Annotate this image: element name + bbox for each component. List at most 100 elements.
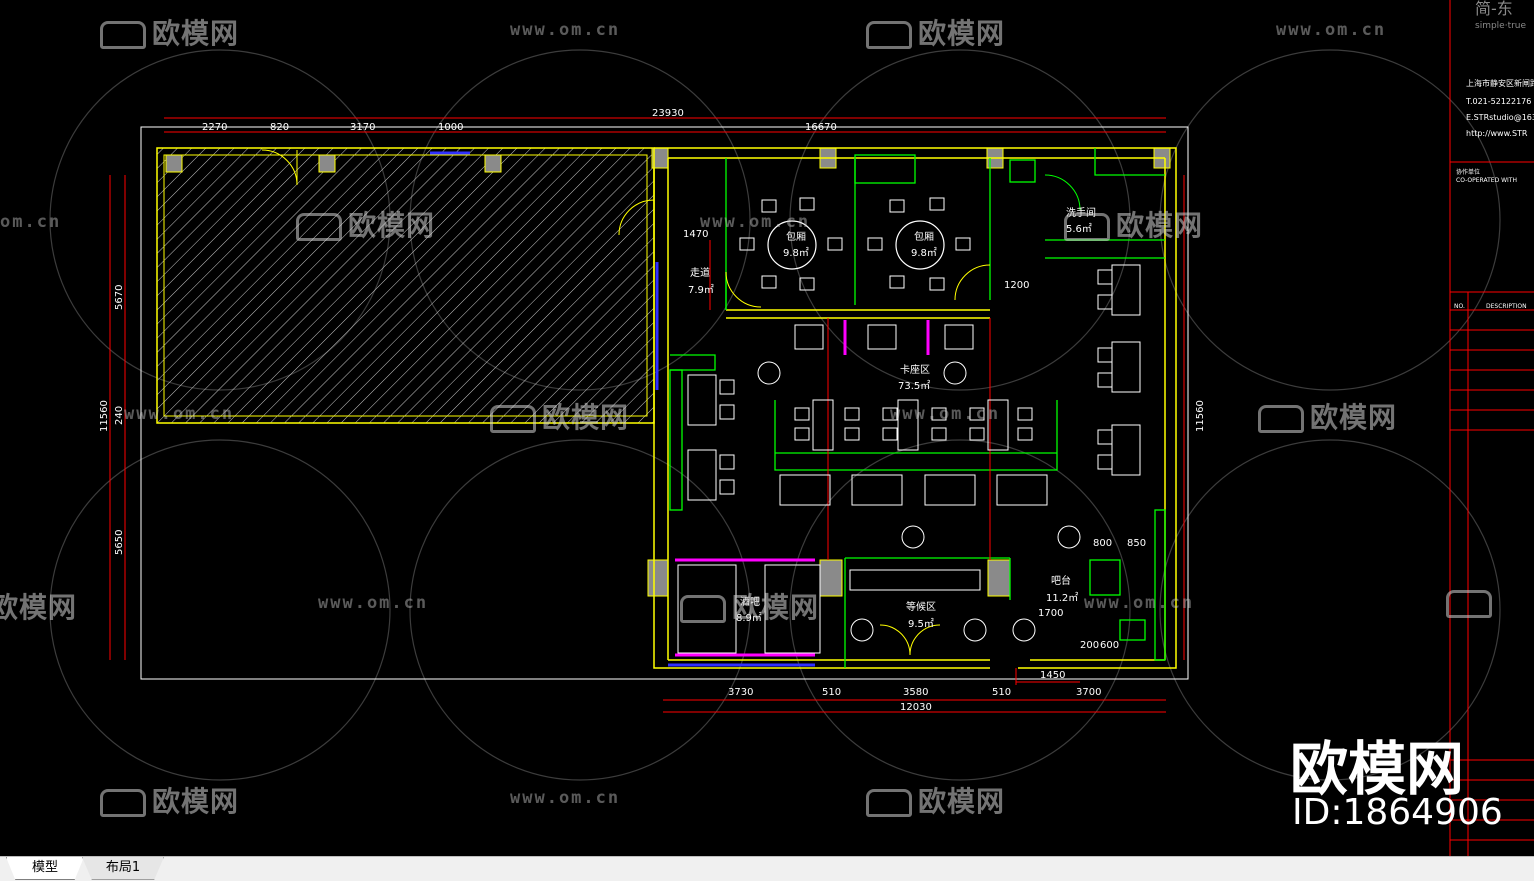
sofa-icon (1258, 405, 1304, 433)
watermark-logo: 欧模网 (296, 204, 435, 244)
dim-left-overall: 11560 (99, 400, 110, 432)
watermark-url: www.om.cn (510, 788, 621, 808)
room-booth-name: 卡座区 (900, 363, 930, 376)
dimension-texts: 23930 2270 820 3170 1000 16670 5670 1156… (99, 108, 1206, 713)
studio-web: http://www.STR (1466, 129, 1528, 138)
room-reception-area: 9.5㎡ (908, 618, 934, 630)
room-kitchen-area: 8.9㎡ (736, 612, 762, 624)
watermark-url: www.om.cn (318, 593, 429, 613)
watermark-url: www.om.cn (890, 404, 1001, 424)
watermark-url: www.om.cn (510, 20, 621, 40)
dim-right-overall: 11560 (1195, 400, 1206, 432)
dim-600: 600 (1100, 640, 1119, 651)
booth-tables (677, 264, 1141, 654)
sofa-icon (100, 789, 146, 817)
brand-logo-text: 简-东 (1475, 0, 1513, 18)
dim-bottom-overall: 12030 (900, 702, 932, 713)
sofa-icon (680, 595, 726, 623)
windows (430, 151, 815, 667)
watermark-logo: 欧模网 (0, 591, 78, 624)
room-private1-area: 9.8㎡ (783, 247, 809, 259)
dim-top-overall: 23930 (652, 108, 684, 119)
dim-850: 850 (1127, 538, 1146, 549)
watermark-logo: 欧模网 (1258, 396, 1397, 436)
layout-frame (140, 126, 1189, 680)
col-desc-header: DESCRIPTION (1486, 303, 1527, 310)
dim-bottom-b: 510 (822, 687, 841, 698)
room-private2-area: 9.8㎡ (911, 247, 937, 259)
cooperated-label-cn: 协作单位 (1456, 168, 1480, 176)
watermark-logo (1446, 586, 1498, 619)
room-kitchen-name: 酒吧 (740, 596, 760, 608)
terrace-hatch-area (156, 147, 655, 424)
sofa-icon (296, 213, 342, 241)
dim-1700: 1700 (1038, 608, 1063, 619)
dim-left-a: 5670 (114, 285, 125, 310)
watermark-url: www.om.cn (1084, 593, 1195, 613)
private-room-tables (739, 197, 971, 291)
dim-800: 800 (1093, 538, 1112, 549)
room-private2-name: 包厢 (914, 230, 934, 243)
watermark-logo: 欧模网 (100, 780, 239, 820)
door-swings (261, 149, 1081, 656)
model-space-canvas[interactable]: 23930 2270 820 3170 1000 16670 5670 1156… (0, 0, 1534, 856)
dim-200: 200 (1080, 640, 1099, 651)
dim-bottom-e: 3700 (1076, 687, 1101, 698)
dim-top-c: 3170 (350, 122, 375, 133)
sofa-icon (866, 21, 912, 49)
dim-1450: 1450 (1040, 670, 1065, 681)
brand-tagline: simple·true (1475, 21, 1527, 31)
watermark-logo: 欧模网 (100, 12, 239, 52)
section-markers (757, 361, 1081, 642)
dim-bottom-a: 3730 (728, 687, 753, 698)
watermark-logo: 欧模网 (1064, 204, 1203, 244)
watermark-logo: 欧模网 (866, 780, 1005, 820)
sofa-icon (1446, 590, 1492, 618)
watermark-url: om.cn (0, 212, 62, 232)
dim-top-d: 1000 (438, 122, 463, 133)
room-bar-name: 吧台 (1051, 574, 1071, 587)
dim-bottom-c: 3580 (903, 687, 928, 698)
title-block-texts: 简-东 simple·true 上海市静安区新闸路24 T.021-521221… (1454, 0, 1534, 310)
floor-plan-drawing: 23930 2270 820 3170 1000 16670 5670 1156… (49, 0, 1534, 856)
tab-model[interactable]: 模型 (6, 857, 84, 880)
sofa-icon (100, 21, 146, 49)
room-corridor-area: 7.9㎡ (688, 284, 714, 296)
dimension-lines (109, 117, 1185, 713)
cooperated-label-en: CO-OPERATED WITH (1456, 177, 1517, 184)
studio-address: 上海市静安区新闸路24 (1466, 78, 1534, 88)
studio-tel: T.021-52122176 (1465, 97, 1531, 106)
watermark-logo: 欧模网 (490, 396, 629, 436)
studio-email: E.STRstudio@163 (1466, 113, 1534, 122)
magenta-elements (675, 320, 930, 657)
tab-layout1[interactable]: 布局1 (82, 857, 164, 880)
watermark-url: www.om.cn (700, 212, 811, 232)
sofa-icon (1064, 213, 1110, 241)
watermark-url: www.om.cn (1276, 20, 1387, 40)
dim-1470: 1470 (683, 229, 708, 240)
sofa-icon (866, 789, 912, 817)
watermark-id: ID:1864906 (1292, 792, 1503, 833)
sofa-icon (490, 405, 536, 433)
dim-top-a: 2270 (202, 122, 227, 133)
red-centerlines (709, 240, 991, 560)
title-block (1449, 0, 1534, 856)
col-no-header: NO. (1454, 303, 1465, 310)
dim-top-e: 16670 (805, 122, 837, 133)
watermark-url: www.om.cn (124, 404, 235, 424)
room-reception-name: 等候区 (906, 600, 936, 613)
room-washroom-area: 5.6㎡ (1066, 223, 1092, 235)
layout-tab-bar: 模型 布局1 (0, 856, 1534, 881)
dim-1200: 1200 (1004, 280, 1029, 291)
room-private1-name: 包厢 (786, 230, 806, 243)
watermark-big-logo: 欧模网 (1290, 735, 1465, 803)
interior-partitions (669, 148, 1166, 668)
room-booth-area: 73.5㎡ (898, 380, 930, 392)
dim-bottom-d: 510 (992, 687, 1011, 698)
dim-left-b: 240 (114, 406, 125, 425)
room-bar-area: 11.2㎡ (1046, 592, 1078, 604)
dim-left-c: 5650 (114, 530, 125, 555)
watermark-logo: 欧模网 (866, 12, 1005, 52)
dim-top-b: 820 (270, 122, 289, 133)
watermark-logo: 欧模网 (680, 586, 819, 626)
